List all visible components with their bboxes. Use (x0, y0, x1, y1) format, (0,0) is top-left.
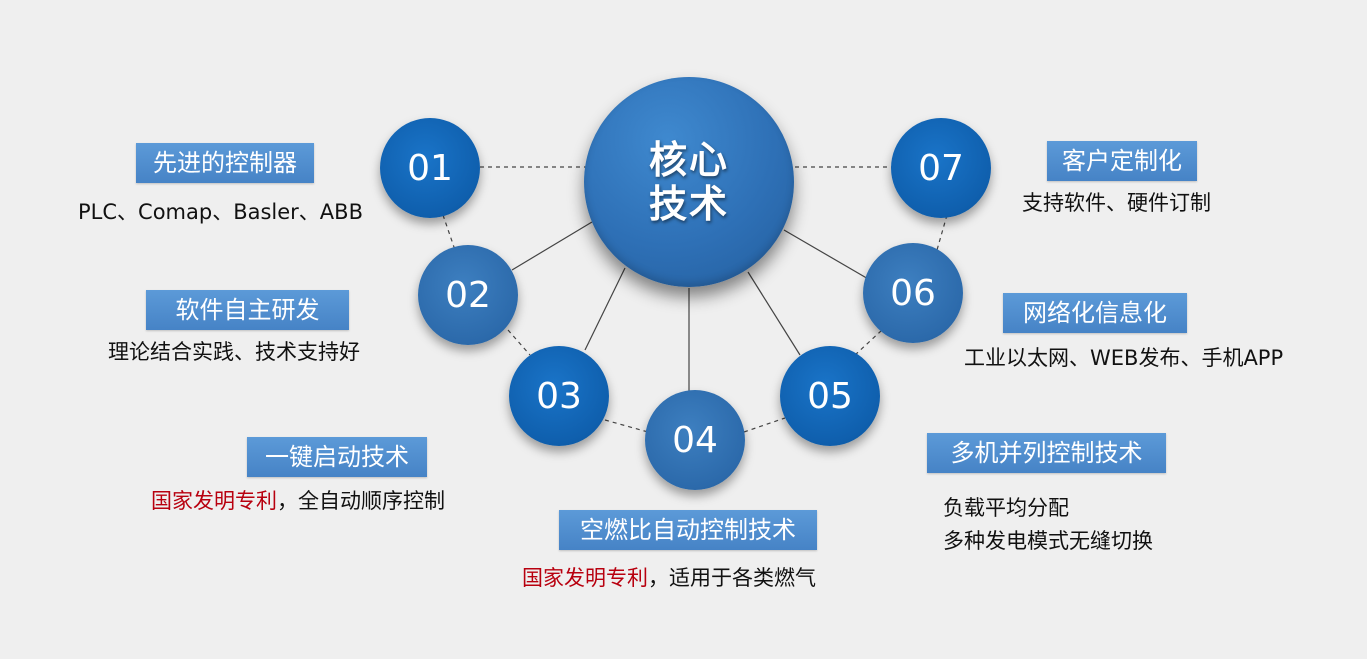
patent-label: 国家发明专利 (151, 489, 277, 513)
tag-customization: 客户定制化 (1047, 141, 1197, 181)
node-number: 06 (890, 272, 936, 314)
desc-parallel-control-line1: 负载平均分配 (943, 496, 1069, 520)
node-number: 03 (536, 375, 582, 417)
desc-text: ，适用于各类燃气 (648, 566, 816, 590)
patent-label: 国家发明专利 (522, 566, 648, 590)
desc-parallel-control-line2: 多种发电模式无缝切换 (943, 529, 1153, 553)
tag-networking: 网络化信息化 (1003, 293, 1187, 333)
tag-advanced-controller: 先进的控制器 (136, 143, 314, 183)
tag-one-key-start: 一键启动技术 (247, 437, 427, 477)
node-07: 07 (891, 118, 991, 218)
tag-parallel-control: 多机并列控制技术 (927, 433, 1166, 473)
tag-software-rd: 软件自主研发 (146, 290, 349, 330)
node-number: 01 (407, 147, 453, 189)
node-02: 02 (418, 245, 518, 345)
desc-text: ，全自动顺序控制 (277, 489, 445, 513)
center-title-line2: 技术 (648, 182, 729, 226)
desc-software-rd: 理论结合实践、技术支持好 (108, 340, 360, 364)
desc-customization: 支持软件、硬件订制 (1022, 191, 1211, 215)
node-05: 05 (780, 346, 880, 446)
node-04: 04 (645, 390, 745, 490)
node-number: 04 (672, 419, 718, 461)
node-number: 02 (445, 274, 491, 316)
center-core-technology: 核心 技术 (584, 77, 794, 287)
tag-air-fuel-ratio: 空燃比自动控制技术 (559, 510, 817, 550)
node-06: 06 (863, 243, 963, 343)
center-title-line1: 核心 (648, 138, 729, 182)
desc-networking: 工业以太网、WEB发布、手机APP (964, 346, 1284, 370)
desc-air-fuel-ratio: 国家发明专利，适用于各类燃气 (522, 564, 816, 592)
node-01: 01 (380, 118, 480, 218)
node-number: 07 (918, 147, 964, 189)
node-number: 05 (807, 375, 853, 417)
node-03: 03 (509, 346, 609, 446)
desc-one-key-start: 国家发明专利，全自动顺序控制 (151, 487, 445, 515)
desc-advanced-controller: PLC、Comap、Basler、ABB (78, 200, 363, 224)
